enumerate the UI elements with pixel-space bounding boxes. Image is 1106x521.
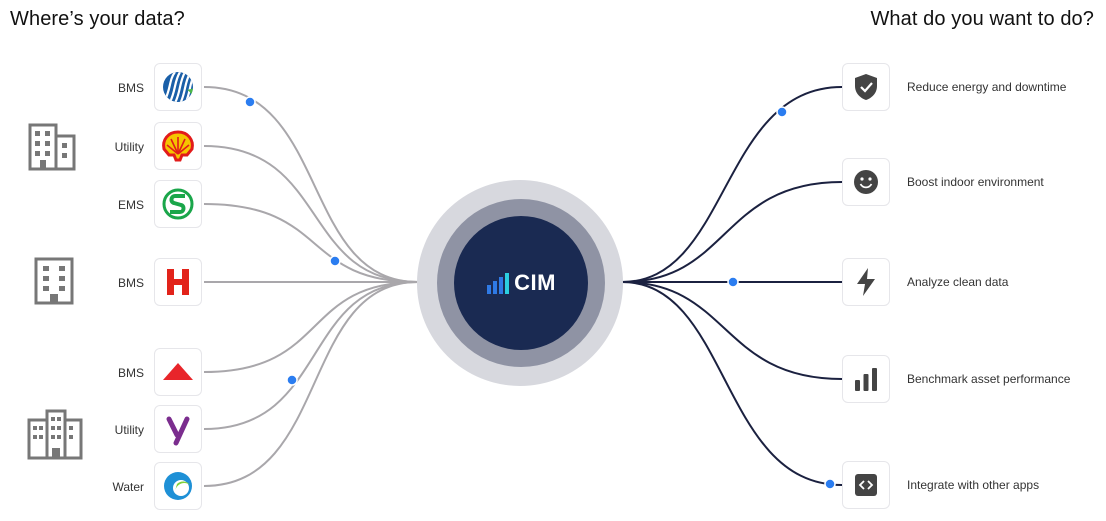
bar-chart-icon	[855, 368, 877, 391]
purple-y-logo-icon	[166, 416, 190, 446]
apartment-buildings-icon	[27, 409, 83, 460]
wire-goal-5	[621, 281, 843, 486]
office-building-icon	[28, 123, 76, 171]
wire-source-3	[203, 203, 419, 283]
wire-source-6	[203, 281, 419, 430]
flow-dot	[329, 255, 341, 267]
green-s-logo-icon	[162, 188, 194, 220]
shell-logo-icon	[162, 130, 194, 162]
red-h-logo-icon	[167, 269, 189, 295]
wire-source-7	[203, 281, 419, 487]
source-logo-box[interactable]	[154, 63, 202, 111]
goal-icon-box[interactable]	[842, 461, 890, 509]
source-logo-box[interactable]	[154, 348, 202, 396]
goal-label: Benchmark asset performance	[907, 372, 1071, 386]
wire-source-1	[203, 86, 419, 283]
goal-label: Reduce energy and downtime	[907, 80, 1067, 94]
cim-hub[interactable]: CIM	[454, 216, 588, 350]
code-brackets-icon	[855, 474, 877, 496]
hub-label: CIM	[514, 270, 556, 295]
wire-goal-1	[621, 86, 843, 283]
flow-dot	[727, 276, 739, 288]
small-building-icon	[34, 257, 74, 305]
source-logo-box[interactable]	[154, 405, 202, 453]
smiley-face-icon	[854, 170, 878, 194]
blue-swirl-logo-icon	[164, 472, 192, 500]
goals-heading: What do you want to do?	[870, 8, 1094, 30]
source-label: BMS	[117, 276, 144, 290]
flow-dot	[286, 374, 298, 386]
lightning-bolt-icon	[857, 268, 875, 296]
goal-icon-box[interactable]	[842, 158, 890, 206]
source-logo-box[interactable]	[154, 258, 202, 306]
source-label: Utility	[114, 423, 144, 437]
source-logo-box[interactable]	[154, 122, 202, 170]
flow-dot	[776, 106, 788, 118]
source-label: BMS	[117, 81, 144, 95]
data-sources-heading: Where’s your data?	[10, 8, 185, 30]
wire-source-2	[203, 145, 419, 283]
red-triangle-logo-icon	[163, 363, 193, 380]
wire-source-5	[203, 281, 419, 373]
source-logo-box[interactable]	[154, 180, 202, 228]
source-logo-box[interactable]	[154, 462, 202, 510]
wire-goal-2	[621, 181, 843, 283]
goal-label: Boost indoor environment	[907, 175, 1044, 189]
flow-dot	[824, 478, 836, 490]
flow-dot	[244, 96, 256, 108]
goal-label: Analyze clean data	[907, 275, 1009, 289]
source-label: Utility	[114, 140, 144, 154]
goal-icon-box[interactable]	[842, 63, 890, 111]
source-label: BMS	[117, 366, 144, 380]
goal-icon-box[interactable]	[842, 355, 890, 403]
source-label: Water	[112, 480, 144, 494]
bar-chart-logo-icon	[487, 273, 510, 294]
goal-icon-box[interactable]	[842, 258, 890, 306]
goal-label: Integrate with other apps	[907, 478, 1040, 492]
source-label: EMS	[117, 198, 144, 212]
shield-check-icon	[855, 74, 877, 100]
stripes-globe-logo-icon	[163, 72, 193, 102]
wire-goal-4	[621, 281, 843, 380]
